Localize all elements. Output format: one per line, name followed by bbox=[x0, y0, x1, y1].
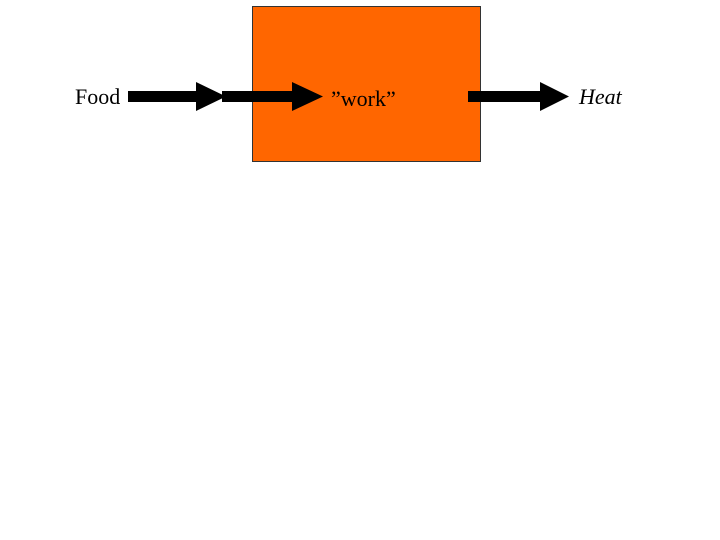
process-box bbox=[252, 6, 481, 162]
food-arrow-shaft bbox=[128, 91, 198, 102]
heat-arrow-shaft bbox=[468, 91, 542, 102]
work-label: ”work” bbox=[331, 86, 396, 111]
heat-label: Heat bbox=[579, 84, 622, 109]
into-box-arrow-shaft bbox=[222, 91, 294, 102]
heat-arrow-head bbox=[540, 82, 569, 111]
into-box-arrow-head bbox=[292, 82, 323, 111]
heat-output-arrow bbox=[468, 82, 569, 111]
food-arrow-head bbox=[196, 82, 226, 111]
food-label: Food bbox=[75, 84, 121, 109]
food-to-box-arrow bbox=[128, 82, 226, 111]
into-box-arrow bbox=[222, 82, 323, 111]
